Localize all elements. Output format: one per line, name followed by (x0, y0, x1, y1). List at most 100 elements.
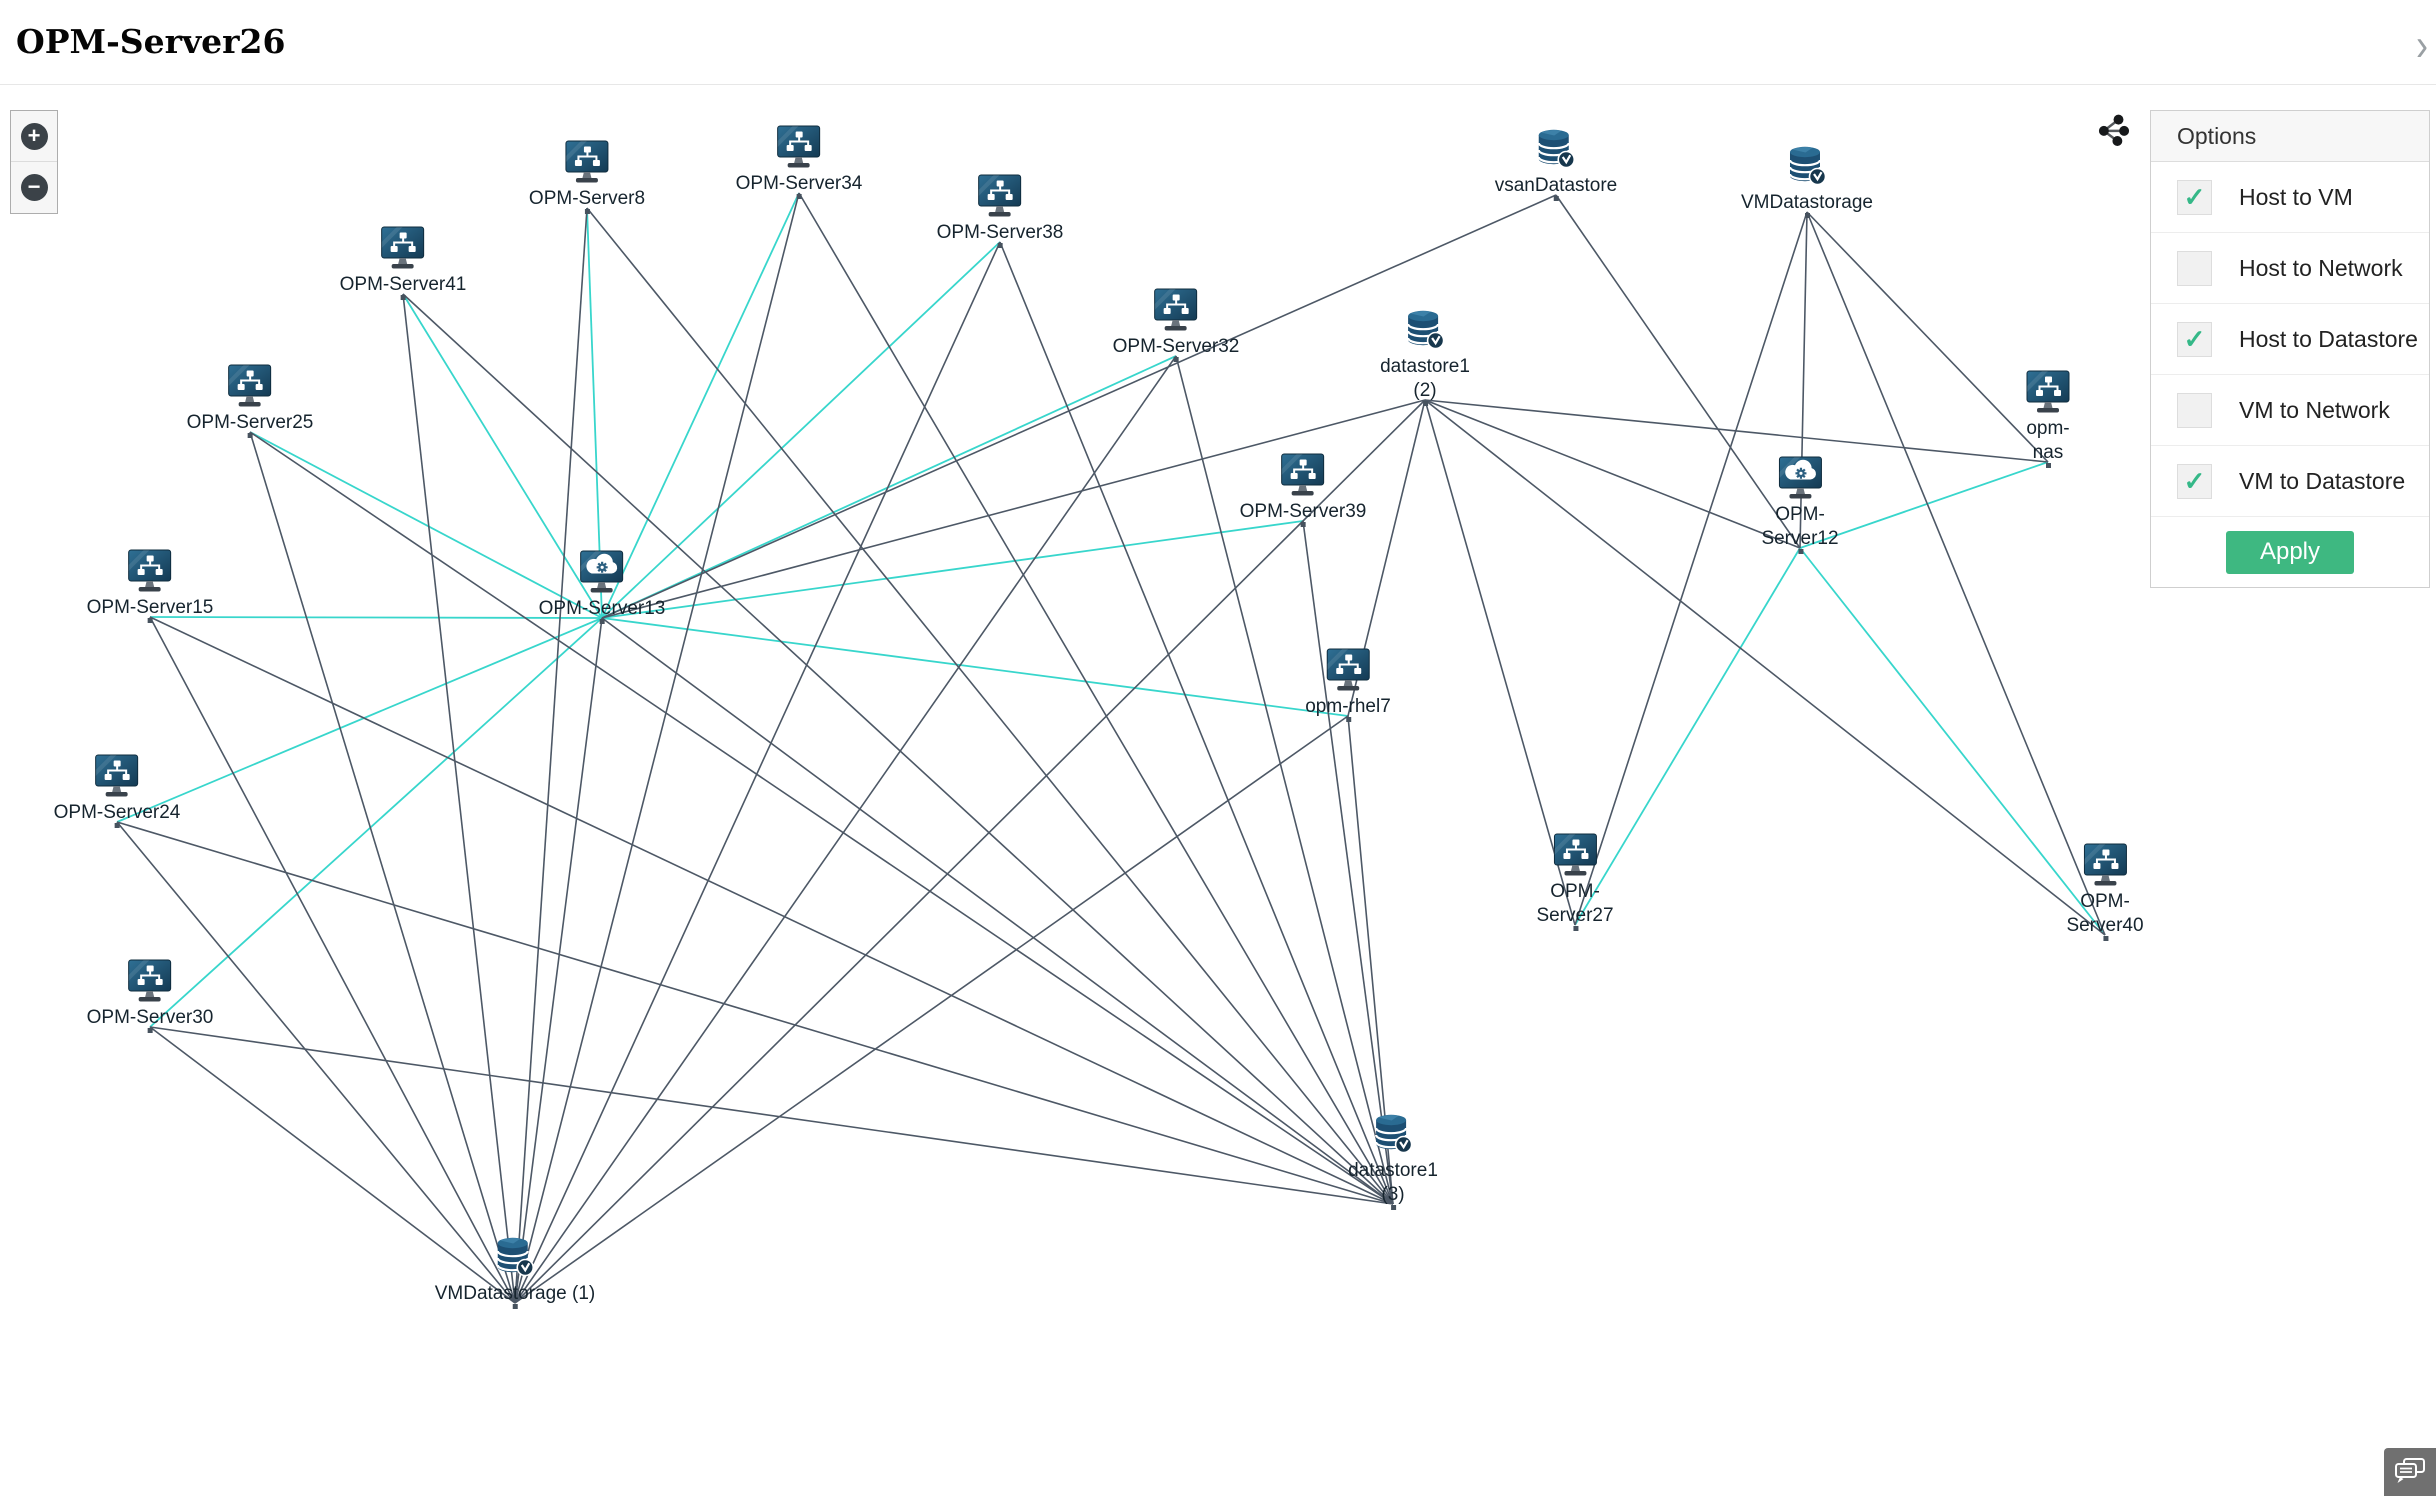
page-title: OPM-Server26 (16, 22, 286, 61)
node-label: OPM-Server13 (538, 598, 666, 619)
option-row-host-to-datastore[interactable]: ✓Host to Datastore (2151, 304, 2429, 375)
node-label: OPM-Server30 (86, 1007, 214, 1028)
option-label: VM to Network (2239, 396, 2390, 423)
vm-icon (379, 226, 427, 272)
anchor-dot (584, 209, 590, 214)
edge-server13-server25 (249, 431, 603, 619)
edge-server13-server32 (601, 355, 1177, 619)
node-label: Server40 (2066, 915, 2144, 936)
node-label: Server12 (1761, 528, 1839, 549)
option-label: VM to Datastore (2239, 467, 2406, 494)
node-server12[interactable]: OPM-Server12 (1761, 456, 1839, 554)
host-icon (578, 550, 626, 596)
edge-server13-server24 (116, 617, 603, 823)
plus-icon: + (20, 122, 48, 150)
node-label: OPM-Server15 (86, 597, 214, 618)
checkbox-checked[interactable]: ✓ (2177, 179, 2212, 215)
edge-server41-datastore1_3 (402, 293, 1394, 1205)
anchor-dot (796, 194, 802, 199)
node-opm_nas[interactable]: opm-nas (2024, 370, 2072, 468)
node-opm_rhel7[interactable]: opm-rhel7 (1305, 648, 1391, 722)
anchor-dot (1804, 213, 1810, 218)
node-server15[interactable]: OPM-Server15 (86, 549, 214, 623)
anchor-dot (2102, 936, 2108, 941)
anchor-dot (1345, 717, 1351, 722)
checkbox-unchecked[interactable] (2177, 392, 2212, 428)
edge-server12-opm_nas (1799, 461, 2049, 549)
option-label: Host to VM (2239, 183, 2353, 210)
anchor-dot (1300, 522, 1306, 527)
node-server25[interactable]: OPM-Server25 (186, 364, 314, 438)
share-topology-icon[interactable] (2096, 114, 2132, 150)
node-vsan[interactable]: vsanDatastore (1495, 127, 1617, 201)
edge-server24-vmdatastorage_1 (116, 821, 516, 1304)
node-server34[interactable]: OPM-Server34 (736, 125, 862, 199)
apply-button-row: Apply (2151, 517, 2429, 587)
zoom-in-button[interactable]: + (11, 111, 57, 162)
vm-icon (976, 174, 1024, 220)
feedback-button[interactable] (2384, 1448, 2436, 1496)
option-row-vm-to-datastore[interactable]: ✓ VM to Datastore (2151, 446, 2429, 517)
edge-server13-opm_rhel7 (601, 617, 1349, 717)
option-row-vm-to-network[interactable]: VM to Network (2151, 375, 2429, 446)
edge-server30-vmdatastorage_1 (149, 1026, 516, 1304)
edge-server34-datastore1_3 (798, 192, 1394, 1205)
node-server40[interactable]: OPM-Server40 (2066, 843, 2144, 941)
edge-server12-server40 (1799, 547, 2106, 936)
edge-server32-datastore1_3 (1175, 355, 1394, 1205)
edge-vmdatastorage-server40 (1806, 211, 2106, 936)
vm-icon (775, 125, 823, 171)
node-server32[interactable]: OPM-Server32 (1112, 288, 1240, 362)
anchor-dot (2046, 463, 2051, 468)
node-datastore1_2[interactable]: datastore1(2) (1380, 308, 1470, 406)
node-server27[interactable]: OPM-Server27 (1536, 833, 1614, 931)
node-server39[interactable]: OPM-Server39 (1240, 453, 1366, 527)
node-label: datastore1 (1380, 356, 1470, 377)
edge-server41-vmdatastorage_1 (402, 293, 516, 1304)
option-row-host-to-vm[interactable]: ✓ Host to VM (2151, 162, 2429, 233)
datastore-icon (1401, 308, 1449, 354)
vm-icon (563, 140, 611, 186)
node-server30[interactable]: OPM-Server30 (86, 959, 214, 1033)
vm-icon (126, 549, 174, 595)
anchor-dot (147, 1028, 153, 1033)
node-datastore1_3[interactable]: datastore1(3) (1348, 1112, 1438, 1210)
node-label: OPM-Server38 (936, 222, 1064, 243)
zoom-out-button[interactable]: − (11, 162, 57, 212)
anchor-dot (1553, 196, 1559, 201)
anchor-dot (1390, 1205, 1396, 1210)
datastore-icon (1532, 127, 1580, 173)
edge-server39-datastore1_3 (1302, 520, 1394, 1205)
node-vmdatastorage_1[interactable]: VMDatastorage (1) (434, 1235, 596, 1309)
checkbox-checked[interactable]: ✓ (2177, 463, 2212, 499)
node-label: OPM-Server32 (1112, 336, 1240, 357)
options-list: ✓ Host to VM Host to Network✓Host to Datas… (2151, 162, 2429, 517)
check-icon: ✓ (2183, 182, 2206, 212)
checkbox-checked[interactable]: ✓ (2177, 321, 2212, 357)
node-server24[interactable]: OPM-Server24 (54, 754, 180, 828)
anchor-dot (1422, 401, 1428, 406)
chat-icon (2395, 1458, 2425, 1483)
node-server41[interactable]: OPM-Server41 (340, 226, 466, 300)
edge-vmdatastorage-server27 (1574, 211, 1808, 926)
apply-button[interactable]: Apply (2226, 530, 2354, 574)
node-server38[interactable]: OPM-Server38 (936, 174, 1064, 248)
vm-icon (126, 959, 174, 1005)
node-server8[interactable]: OPM-Server8 (528, 140, 646, 214)
edge-server39-vmdatastorage_1 (514, 520, 1304, 1304)
node-vmdatastorage[interactable]: VMDatastorage (1741, 144, 1873, 218)
node-server13[interactable]: OPM-Server13 (538, 550, 666, 624)
edge-server13-vsan (601, 194, 1557, 619)
edge-server25-datastore1_3 (249, 431, 1394, 1205)
vm-icon (2024, 370, 2072, 416)
collapse-chevron-icon[interactable]: › (2416, 18, 2428, 70)
option-row-host-to-network[interactable]: Host to Network (2151, 233, 2429, 304)
node-label: OPM-Server25 (186, 412, 314, 433)
node-label: VMDatastorage (1) (434, 1283, 596, 1304)
node-label: OPM-Server8 (528, 188, 646, 209)
vm-icon (2081, 843, 2129, 889)
edge-vmdatastorage-opm_nas (1806, 211, 2049, 463)
checkbox-unchecked[interactable] (2177, 250, 2212, 286)
edge-server13-server41 (402, 293, 603, 619)
